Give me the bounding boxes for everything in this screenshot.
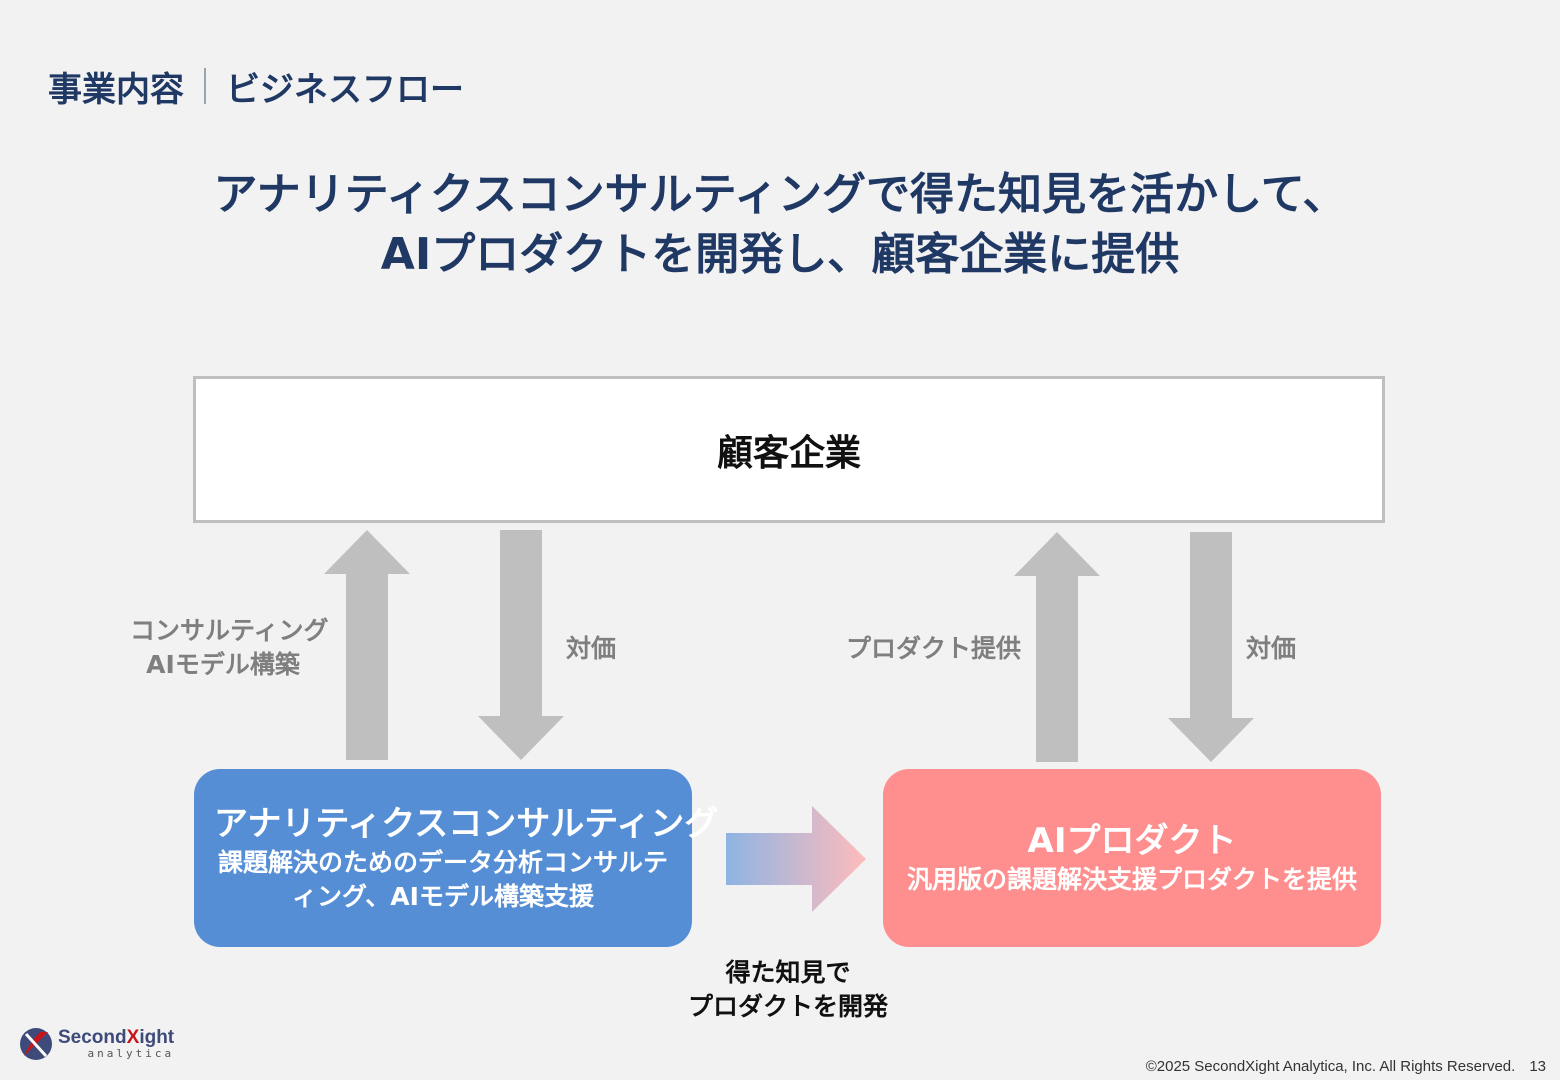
- logo-sub: analytica: [87, 1047, 175, 1060]
- subsection-title: ビジネスフロー: [226, 69, 464, 110]
- consulting-label-line-1: コンサルティング: [130, 616, 329, 645]
- section-title: 事業内容: [48, 69, 184, 110]
- note-line-2: プロダクトを開発: [687, 992, 888, 1021]
- customer-box: 顧客企業: [193, 376, 1385, 523]
- product-card-desc: 汎用版の課題解決支援プロダクトを提供: [906, 865, 1357, 894]
- logo-name: SecondXight: [58, 1027, 175, 1048]
- consulting-card: アナリティクスコンサルティング 課題解決のためのデータ分析コンサルティング、AI…: [194, 769, 719, 947]
- logo-mark-icon: [20, 1028, 52, 1060]
- customer-label: 顧客企業: [716, 432, 861, 474]
- page-number: 13: [1529, 1058, 1546, 1075]
- product-up-arrow: [1014, 532, 1100, 762]
- headline: アナリティクスコンサルティングで得た知見を活かして、 AIプロダクトを開発し、顧…: [0, 165, 1560, 285]
- headline-line-1: アナリティクスコンサルティングで得た知見を活かして、: [213, 169, 1347, 220]
- note-line-1: 得た知見で: [725, 958, 851, 987]
- consulting-card-title: アナリティクスコンサルティング: [214, 804, 719, 844]
- payment-label-left: 対価: [566, 634, 617, 663]
- payment-down-arrow-right: [1168, 532, 1254, 762]
- payment-label-right: 対価: [1246, 634, 1297, 663]
- header-divider: [204, 68, 206, 104]
- footer: ©2025 SecondXight Analytica, Inc. All Ri…: [1146, 1058, 1546, 1075]
- knowledge-transfer-note: 得た知見で プロダクトを開発: [680, 956, 896, 1024]
- consulting-label-line-2: AIモデル構築: [146, 650, 300, 679]
- knowledge-transfer-arrow: [726, 806, 866, 912]
- product-flow-label: プロダクト提供: [846, 634, 1022, 663]
- headline-line-2: AIプロダクトを開発し、顧客企業に提供: [380, 229, 1180, 280]
- product-card: AIプロダクト 汎用版の課題解決支援プロダクトを提供: [883, 769, 1381, 947]
- consulting-flow-label: コンサルティング AIモデル構築: [130, 614, 329, 682]
- company-logo: SecondXight analytica: [18, 1026, 174, 1062]
- consulting-up-arrow: [324, 530, 410, 760]
- payment-down-arrow-left: [478, 530, 564, 760]
- consulting-card-desc: 課題解決のためのデータ分析コンサルティング、AIモデル構築支援: [217, 848, 668, 911]
- slide-header: 事業内容 ビジネスフロー: [48, 62, 464, 110]
- copyright: ©2025 SecondXight Analytica, Inc. All Ri…: [1145, 1058, 1516, 1075]
- product-card-title: AIプロダクト: [1027, 821, 1237, 861]
